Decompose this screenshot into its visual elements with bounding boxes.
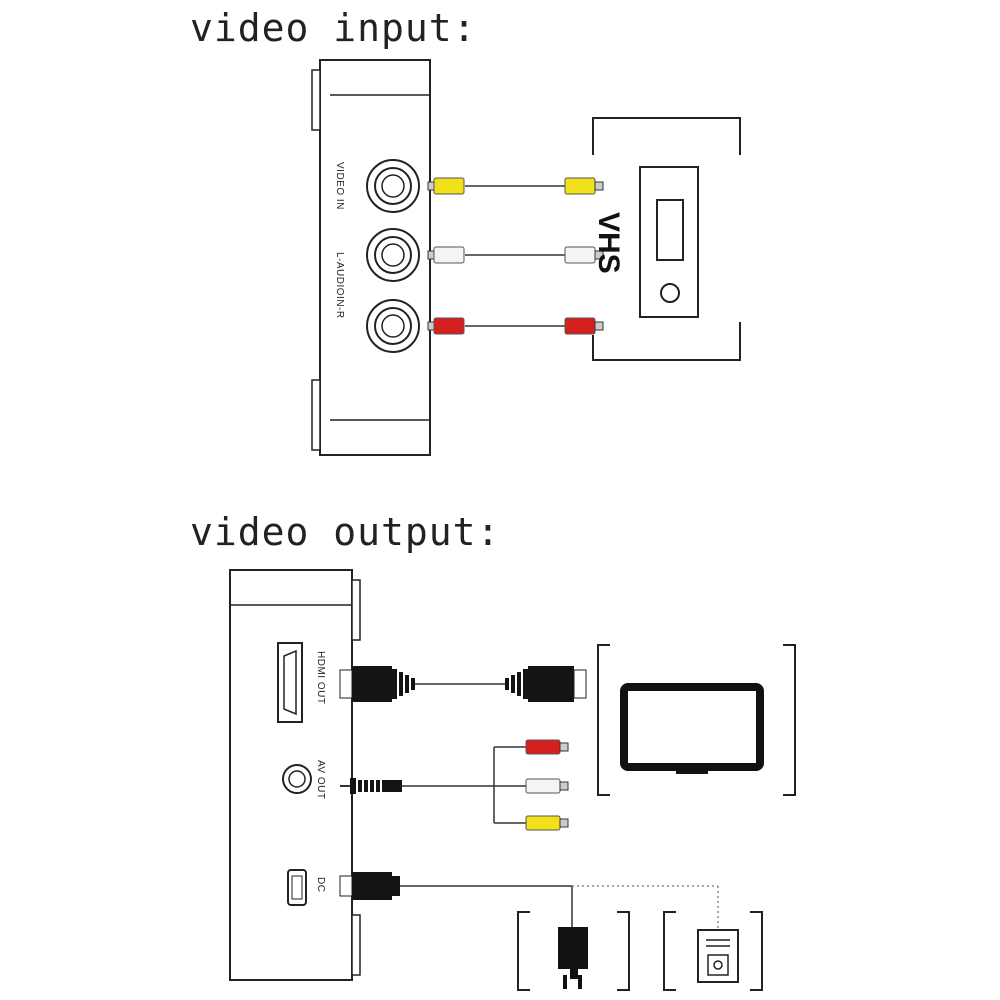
hdmi-out-label: HDMI OUT — [315, 651, 326, 704]
power-adapter-icon — [517, 911, 630, 991]
dc-cable — [339, 872, 719, 945]
vhs-player — [592, 117, 741, 361]
av-out-label: AV OUT — [315, 760, 326, 799]
white-plug-vhs-side — [564, 246, 604, 264]
av-cable — [340, 746, 526, 824]
computer-tower-icon — [663, 911, 763, 991]
red-plug-vhs-side — [564, 317, 604, 335]
mini-usb-port-icon — [287, 869, 307, 906]
vhs-label: VHS — [592, 212, 625, 274]
hdmi-cable — [339, 666, 587, 702]
video-in-jack — [366, 159, 420, 213]
yellow-plug-vhs-side — [564, 177, 604, 195]
yellow-plug-device-side — [427, 177, 465, 195]
tv-icon — [597, 644, 796, 796]
video-input-heading: video input: — [190, 6, 477, 50]
video-in-label: VIDEO IN — [334, 162, 345, 210]
audio-left-jack — [366, 228, 420, 282]
white-rca-plug — [525, 778, 569, 794]
red-rca-plug — [525, 739, 569, 755]
dc-label: DC — [315, 877, 326, 892]
white-plug-device-side — [427, 246, 465, 264]
yellow-rca-plug — [525, 815, 569, 831]
audio-in-label: L-AUDIOIN-R — [334, 252, 345, 319]
red-plug-device-side — [427, 317, 465, 335]
audio-right-jack — [366, 299, 420, 353]
hdmi-port-icon — [277, 642, 303, 723]
video-output-heading: video output: — [190, 510, 501, 554]
av-out-jack — [282, 764, 312, 794]
